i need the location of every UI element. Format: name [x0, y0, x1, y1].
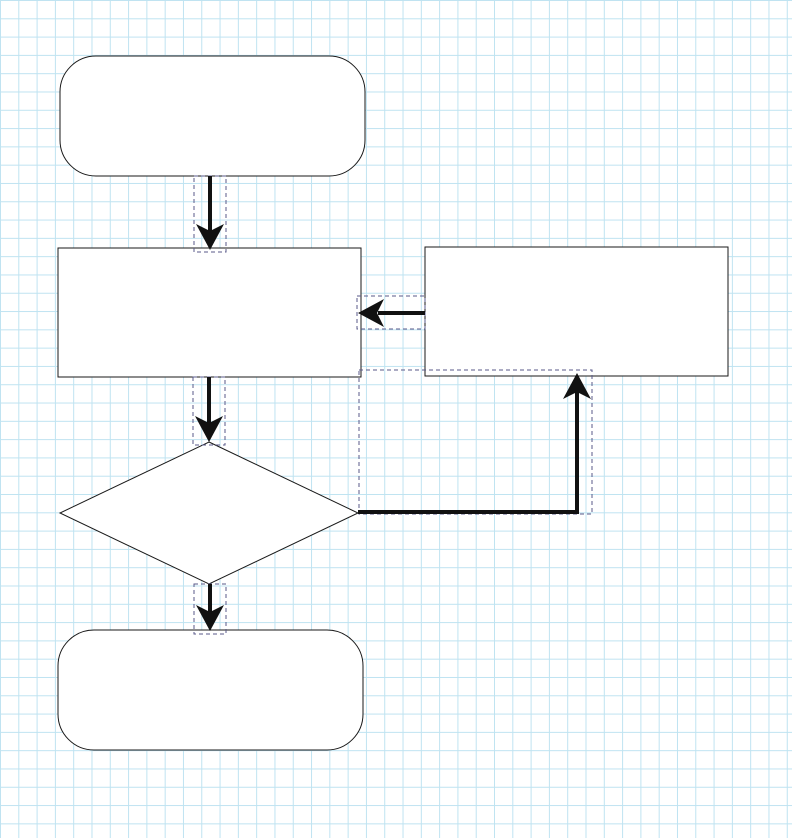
edge-process-to-decision[interactable]	[192, 376, 226, 446]
edge-side-process-to-process[interactable]	[356, 295, 426, 330]
edge-decision-to-end[interactable]	[193, 583, 227, 635]
arrowhead-icon	[563, 373, 591, 399]
edge-decision-to-side-process[interactable]	[358, 369, 593, 515]
end-node[interactable]	[57, 629, 364, 751]
arrowhead-icon	[196, 605, 224, 631]
arrowhead-icon	[195, 416, 223, 442]
side-process-node[interactable]	[424, 246, 729, 377]
edge-start-to-process[interactable]	[193, 175, 227, 253]
process-node[interactable]	[57, 247, 362, 378]
arrowhead-icon	[358, 299, 384, 327]
arrowhead-icon	[196, 224, 224, 250]
decision-node[interactable]	[58, 441, 360, 585]
start-node[interactable]	[59, 55, 366, 177]
